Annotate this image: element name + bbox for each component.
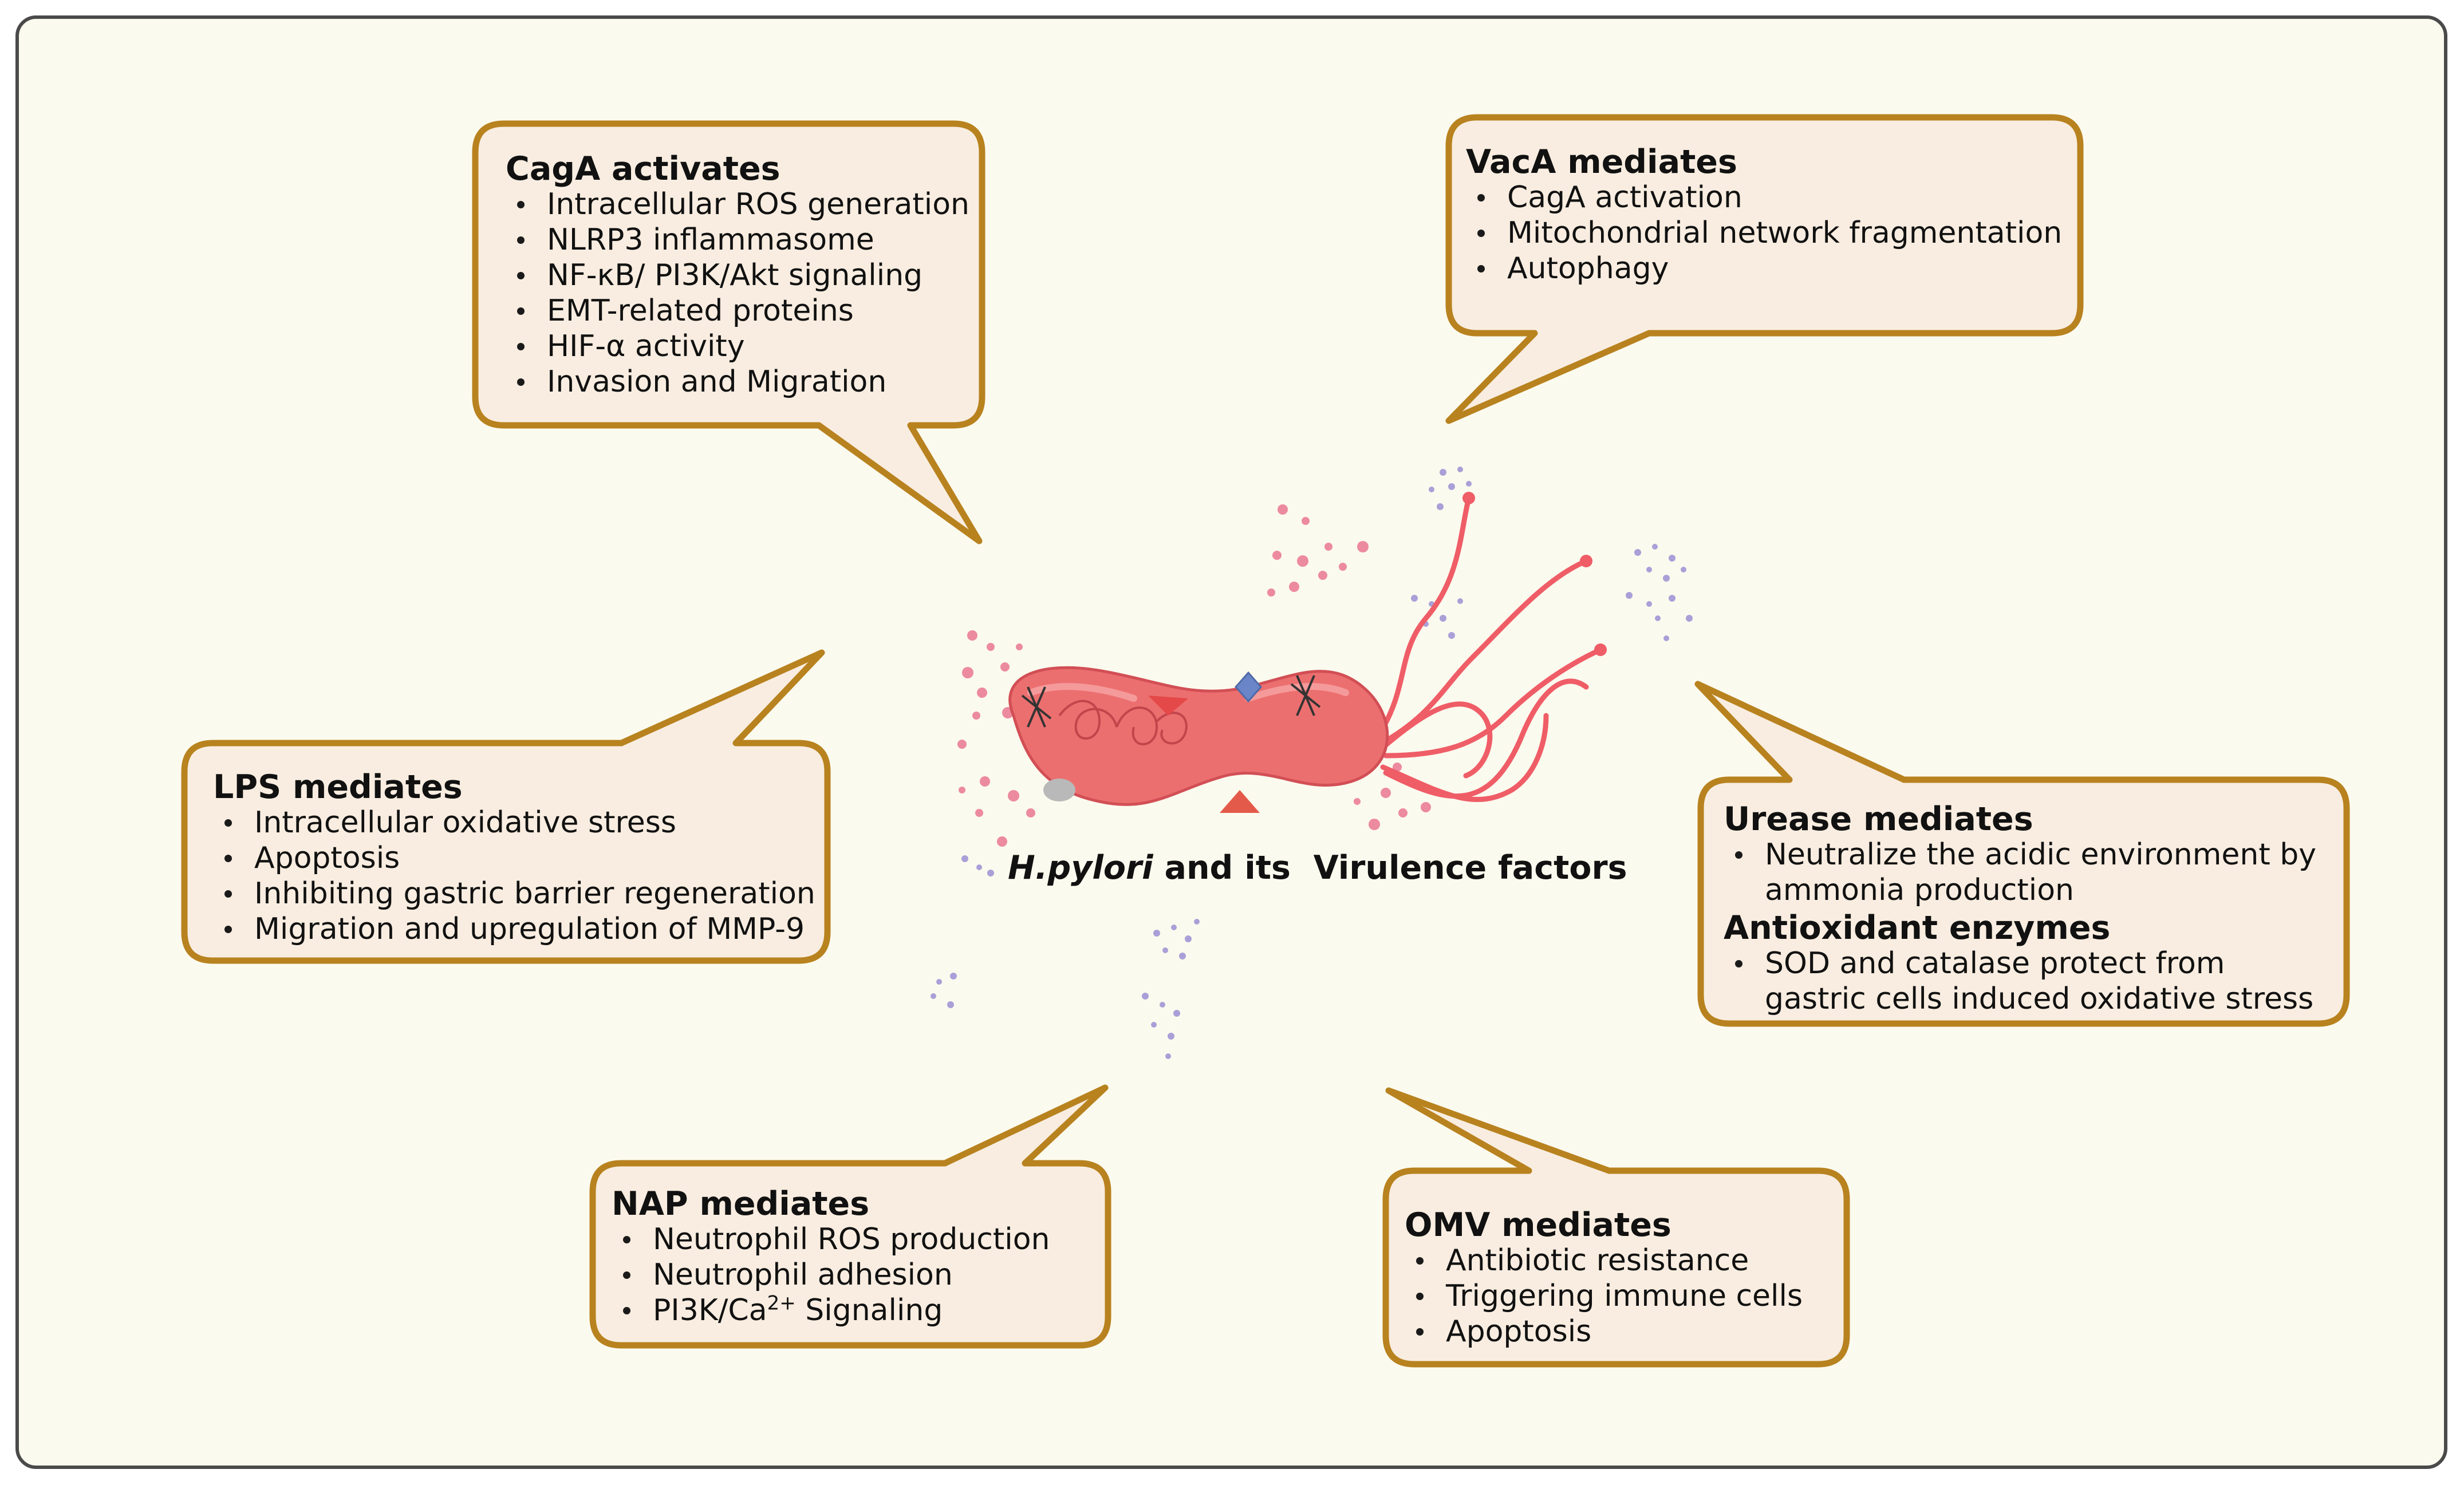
lps-list: Intracellular oxidative stress Apoptosis…: [213, 805, 815, 947]
center-caption-italic: H.pylori: [1008, 849, 1153, 887]
list-item: Inhibiting gastric barrier regeneration: [224, 876, 815, 911]
list-item: Invasion and Migration: [517, 364, 955, 400]
lps-bubble: [181, 649, 831, 964]
urease-title: Urease mediates: [1724, 800, 2033, 838]
list-item: Triggering immune cells: [1416, 1278, 1819, 1314]
list-item: Antibiotic resistance: [1416, 1243, 1819, 1278]
list-item: PI3K/Ca2+ Signaling: [623, 1291, 1083, 1328]
list-item: Apoptosis: [1416, 1314, 1819, 1349]
h-pylori-bacterium-illustration: [931, 467, 1693, 1059]
center-caption-rest: and its Virulence factors: [1153, 849, 1627, 887]
list-item: SOD and catalase protect from gastric ce…: [1735, 946, 2321, 1017]
caga-title: CagA activates: [506, 150, 780, 188]
antioxidant-title: Antioxidant enzymes: [1724, 909, 2111, 947]
nap-item3-prefix: PI3K/Ca: [653, 1293, 767, 1328]
list-item: Intracellular oxidative stress: [224, 805, 799, 840]
flagella-icon: [1377, 495, 1603, 803]
secretion-system-icon: [1021, 671, 1321, 813]
list-item: Neutralize the acidic environment by amm…: [1735, 837, 2321, 908]
particle-dots-lavender: [931, 467, 1693, 1059]
nap-bubble: [589, 1084, 1111, 1349]
list-item: Apoptosis: [224, 840, 799, 876]
omv-list: Antibiotic resistance Triggering immune …: [1405, 1243, 1819, 1349]
vaca-box: VacA mediates CagA activation Mitochondr…: [1444, 125, 2074, 286]
bacterium-body: [1008, 666, 1389, 813]
list-item: Neutrophil ROS production: [623, 1222, 1083, 1257]
lps-box: LPS mediates Intracellular oxidative str…: [191, 750, 821, 947]
nap-list: Neutrophil ROS production Neutrophil adh…: [612, 1222, 1083, 1328]
nap-title: NAP mediates: [612, 1185, 870, 1223]
nap-item3-superscript: 2+: [767, 1291, 796, 1315]
list-item: Mitochondrial network fragmentation: [1477, 216, 2063, 250]
list-item: Migration and upregulation of MMP-9: [224, 912, 805, 946]
nap-box: NAP mediates Neutrophil ROS production N…: [590, 1167, 1105, 1328]
omv-title: OMV mediates: [1405, 1206, 1671, 1244]
list-item: Intracellular ROS generation: [517, 187, 969, 222]
urease-box: Urease mediates Neutralize the acidic en…: [1702, 782, 2343, 1017]
omv-box: OMV mediates Antibiotic resistance Trigg…: [1383, 1188, 1841, 1349]
lps-title: LPS mediates: [213, 768, 463, 806]
center-caption: H.pylori and its Virulence factors: [1008, 849, 1627, 887]
nap-item3-suffix: Signaling: [795, 1293, 943, 1328]
urease-bubble: [1694, 681, 2350, 1027]
vaca-title: VacA mediates: [1466, 143, 1737, 181]
list-item: Autophagy: [1477, 251, 2052, 286]
urease-list: Neutralize the acidic environment by amm…: [1724, 837, 2321, 908]
antioxidant-list: SOD and catalase protect from gastric ce…: [1724, 946, 2321, 1017]
vaca-list: CagA activation Mitochondrial network fr…: [1466, 180, 2063, 286]
list-item: NLRP3 inflammasome: [517, 222, 955, 258]
list-item: CagA activation: [1477, 180, 2052, 215]
caga-bubble: [472, 120, 985, 544]
list-item: NF-κB/ PI3K/Akt signaling: [517, 258, 955, 293]
omv-bubble: [1382, 1087, 1850, 1368]
vaca-bubble: [1445, 114, 2084, 424]
caga-list: Intracellular ROS generation NLRP3 infla…: [506, 187, 969, 400]
list-item: Neutrophil adhesion: [623, 1257, 1083, 1293]
list-item: EMT-related proteins: [517, 293, 955, 329]
caga-box: CagA activates Intracellular ROS generat…: [484, 132, 976, 400]
list-item: HIF-α activity: [517, 329, 955, 364]
